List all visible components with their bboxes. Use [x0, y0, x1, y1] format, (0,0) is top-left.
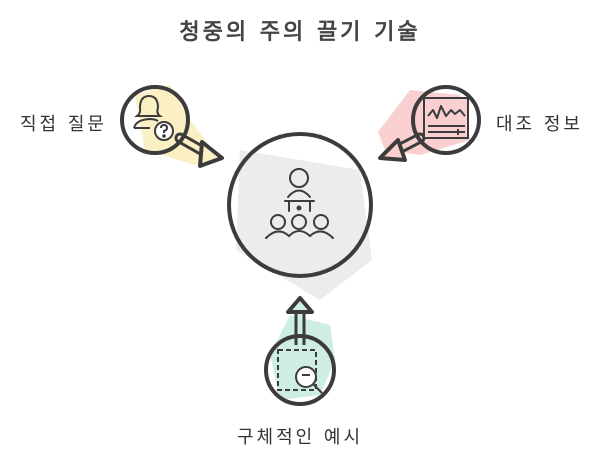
node-direct-question: [120, 85, 224, 168]
person-question-icon: [133, 94, 174, 141]
center-node: [227, 132, 373, 300]
label-contrast-info: 대조 정보: [496, 114, 583, 135]
node-contrast-info: [378, 85, 481, 162]
audience-presentation-icon: [265, 168, 334, 239]
label-direct-question: 직접 질문: [20, 114, 107, 135]
node-concrete-example: [264, 296, 336, 406]
magnify-selection-icon: [277, 349, 323, 394]
diagram-title: 청중의 주의 끌기 기술: [179, 20, 421, 45]
label-concrete-example: 구체적인 예시: [236, 427, 364, 448]
chart-monitor-icon: [423, 97, 469, 139]
